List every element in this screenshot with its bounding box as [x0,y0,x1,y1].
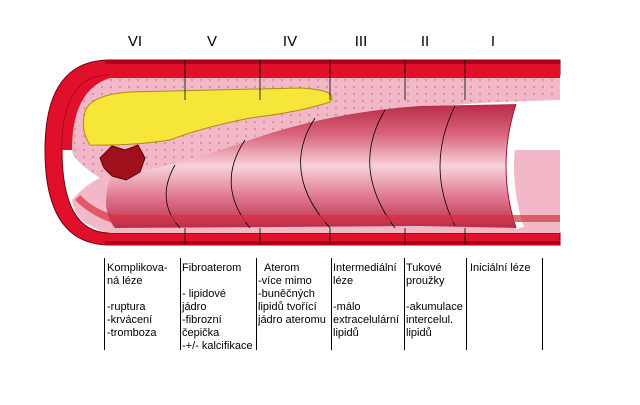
column-divider [404,258,405,350]
stage-iv-description: Aterom -více mimo -buněčných lipidů tvoř… [258,262,332,327]
stage-ii-description: Tukové proužky -akumulace intercelul. li… [406,262,468,340]
stage-i-description: Iniciální léze [470,262,542,275]
stage-numeral-iv: IV [282,33,298,50]
stage-vi-description: Komplikova- ná léze -ruptura -krvácení -… [107,262,179,340]
stage-ii-heading: Tukové proužky [406,262,445,287]
stage-v-description: Fibroaterom - lipidové jádro -fibrozní č… [182,262,262,353]
stage-numeral-v: V [206,33,217,50]
stage-iv-heading: Aterom [264,262,300,274]
stage-numeral-ii: II [420,33,430,50]
stage-numeral-iii: III [354,33,368,50]
stage-v-heading: Fibroaterom [182,262,242,274]
stage-numeral-i: I [490,33,496,50]
stage-iii-description: Intermediální léze -málo extracelulární … [333,262,405,340]
column-divider [331,258,332,350]
stage-iii-details: -málo extracelulární lipidů [333,301,400,339]
stage-iv-details: -více mimo -buněčných lipidů tvořící jád… [258,275,326,326]
stage-ii-details: -akumulace intercelul. lipidů [406,301,463,339]
stage-v-details: - lipidové jádro -fibrozní čepička -+/- … [182,288,253,352]
lumen-opening [506,102,524,230]
lumen [106,104,520,228]
stage-i-heading: Iniciální léze [470,262,531,274]
stage-vi-heading: Komplikova- ná léze [107,262,168,287]
stage-numeral-vi: VI [127,33,143,50]
lipid-core [82,87,333,146]
column-divider [104,258,105,350]
column-divider [542,258,543,350]
column-divider [466,258,467,350]
column-divider [256,258,257,350]
thrombus [99,144,146,181]
column-divider [180,258,181,350]
stage-iii-heading: Intermediální léze [333,262,397,287]
stage-vi-details: -ruptura -krvácení -tromboza [107,301,157,339]
